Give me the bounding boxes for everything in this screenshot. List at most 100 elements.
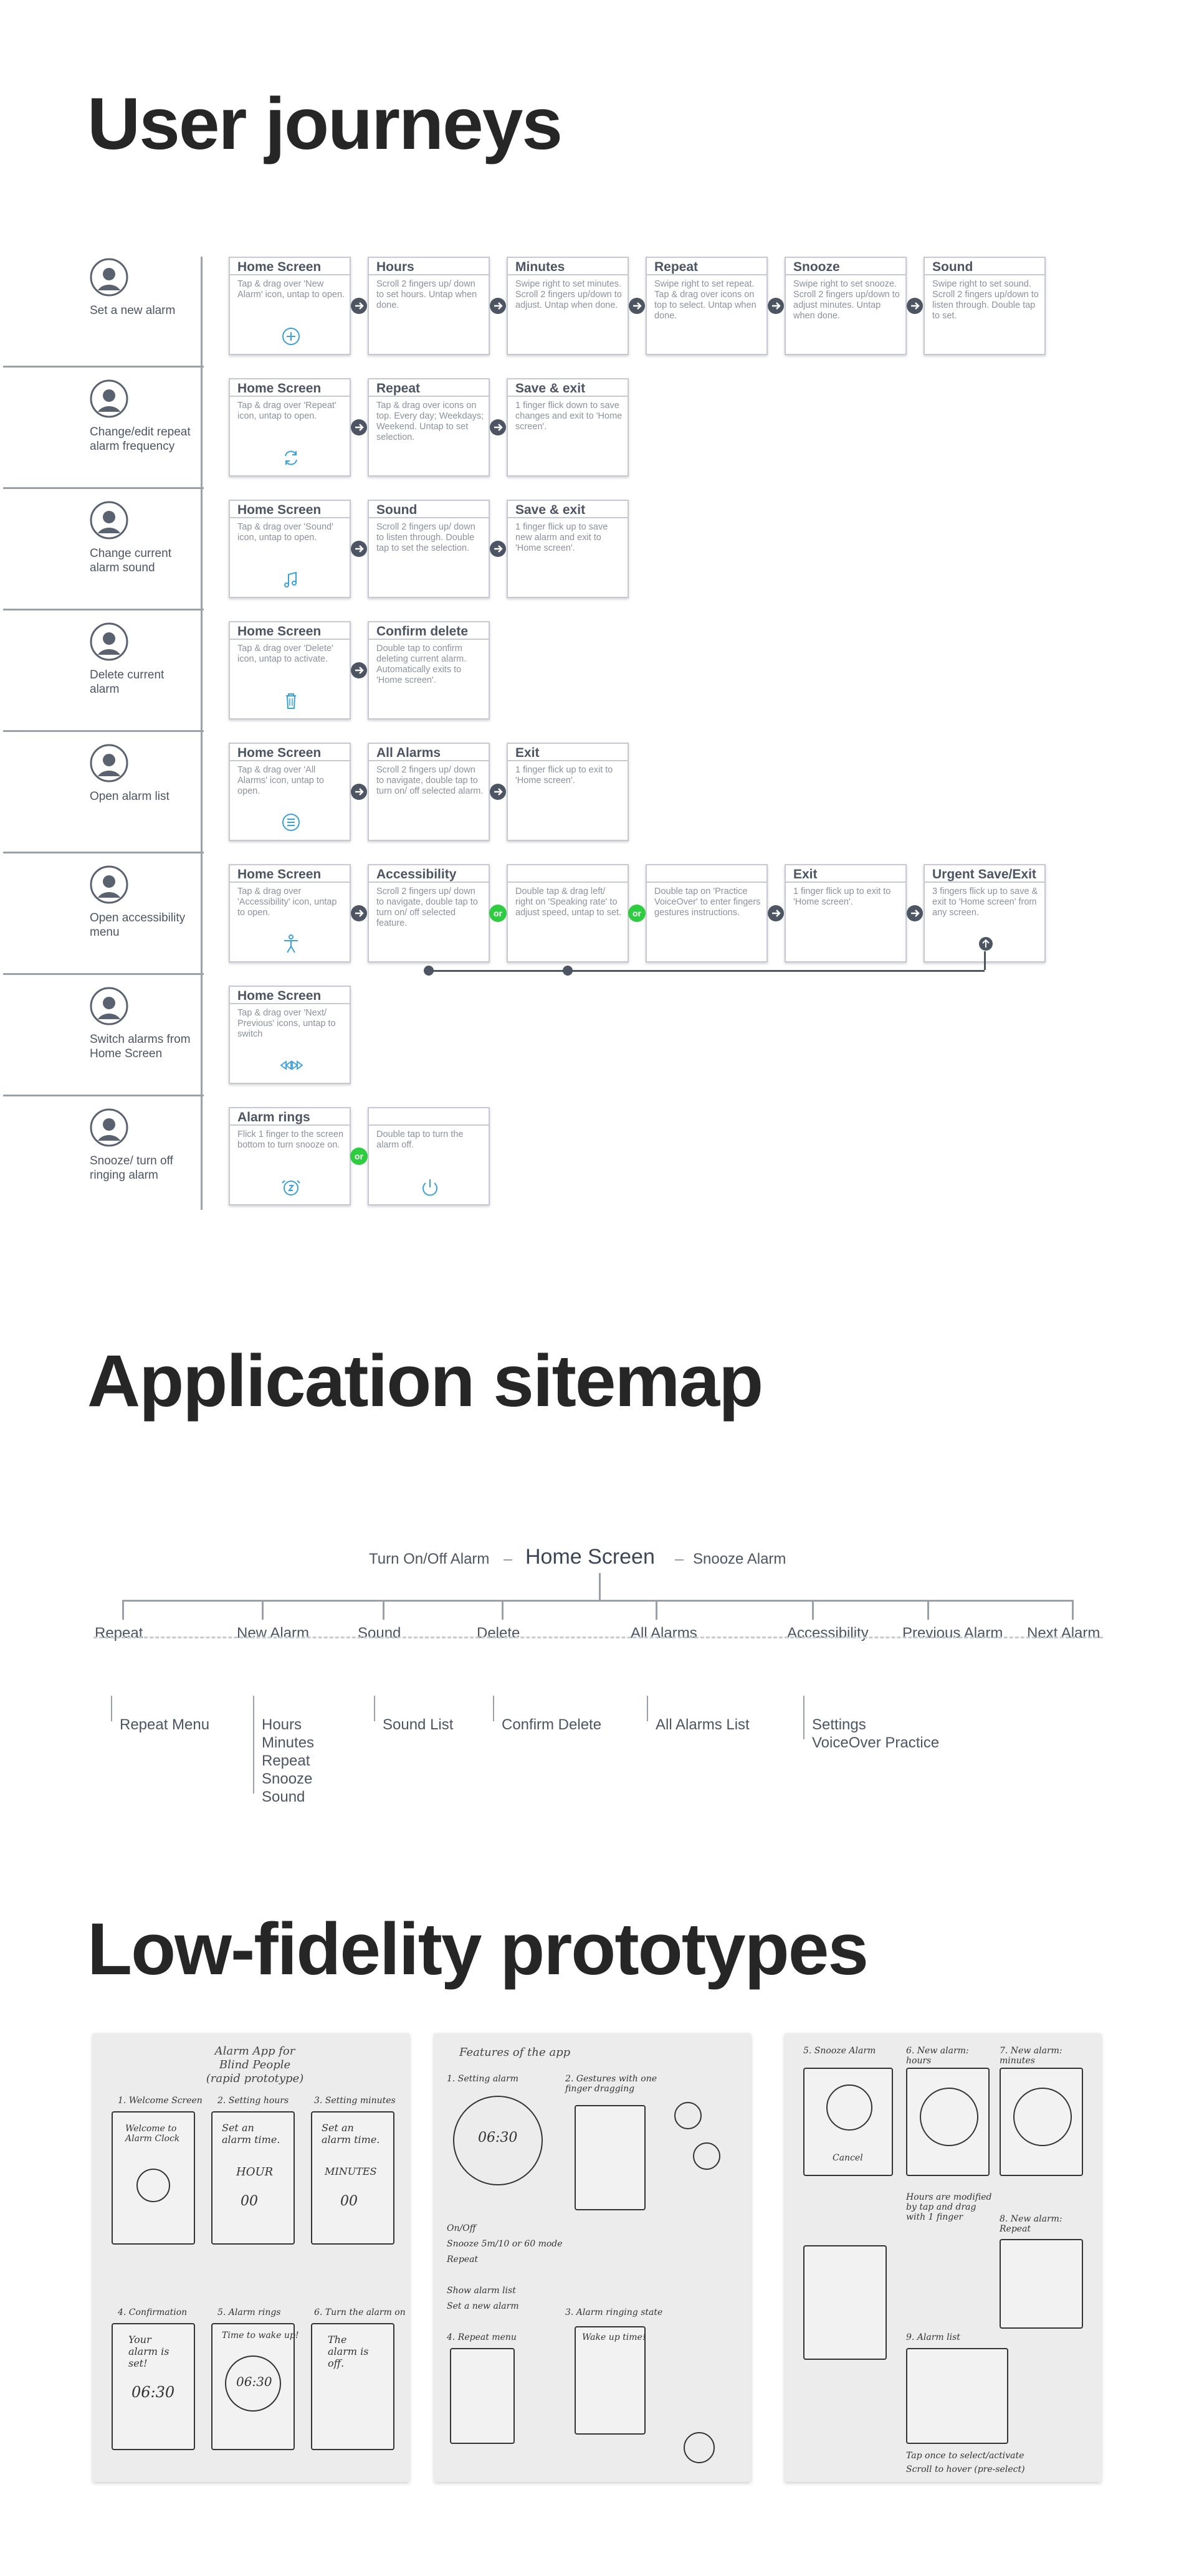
sitemap-child: All Alarms List <box>656 1716 750 1733</box>
sitemap-branch: All Alarms <box>631 1625 697 1642</box>
rings-text: Time to wake up! <box>222 2331 299 2341</box>
prototype-3-repeat-sketch <box>1000 2239 1083 2329</box>
prototype-2-heading: Features of the app <box>459 2046 571 2059</box>
prototype-1-screen-6-label: 6. Turn the alarm on <box>314 2307 406 2317</box>
journey-row-separator <box>3 487 204 489</box>
step-description: Double tap & drag left/ right on 'Speaki… <box>515 886 622 918</box>
set-time-text: Set an alarm time. <box>322 2122 380 2146</box>
step-description: Tap & drag over icons on top. Every day;… <box>376 401 484 442</box>
step-title <box>508 865 628 883</box>
sitemap-child-connector <box>803 1696 804 1739</box>
step-description: 1 finger flick up to exit to 'Home scree… <box>793 886 891 907</box>
step-description: 1 finger flick down to save changes and … <box>515 401 623 432</box>
arrow-right-icon <box>351 541 367 557</box>
sitemap-child: Snooze <box>262 1770 313 1787</box>
prototype-sketch-3: 5. Snooze Alarm 6. New alarm: hours 7. N… <box>785 2033 1101 2482</box>
sitemap-left-connector <box>504 1559 512 1561</box>
step-description: Double tap on 'Practice VoiceOver' to en… <box>654 886 761 918</box>
step-description: 1 finger flick up to save new alarm and … <box>515 522 608 553</box>
step-title: Accessibility <box>369 865 489 883</box>
plus-icon <box>279 325 303 348</box>
step-description: Tap & drag over 'New Alarm' icon, untap … <box>237 279 345 300</box>
loop-dot <box>424 966 434 976</box>
journey-step-card: Double tap to turn the alarm off. <box>368 1107 490 1205</box>
sitemap-branch: Next Alarm <box>1027 1625 1100 1642</box>
step-title: Snooze <box>786 258 905 275</box>
journey-label: Open accessibility menu <box>90 911 186 939</box>
sitemap-branch-tick <box>812 1600 814 1620</box>
hours-dial-sketch <box>920 2088 978 2146</box>
step-title: Exit <box>508 744 628 761</box>
step-title: Repeat <box>647 258 766 275</box>
prev-next-icon <box>279 1054 303 1077</box>
sitemap-child: Settings <box>812 1716 866 1733</box>
journey-row-separator <box>3 366 204 368</box>
step-title: Save & exit <box>508 501 628 518</box>
section-title-journeys: User journeys <box>87 83 563 165</box>
arrow-up-circle-icon <box>973 933 998 955</box>
music-note-icon <box>279 568 303 591</box>
sitemap-child: Sound <box>262 1789 305 1805</box>
prototype-1-screen-5-label: 5. Alarm rings <box>217 2307 281 2317</box>
sitemap-left-action: Turn On/Off Alarm <box>369 1551 490 1567</box>
minutes-value: 00 <box>340 2193 358 2209</box>
prototype-3-snooze-sketch: Cancel <box>803 2068 893 2176</box>
prototype-2-screen-2-label: 2. Gestures with one finger dragging <box>565 2074 657 2094</box>
step-title: Sound <box>369 501 489 518</box>
step-title <box>647 865 766 883</box>
arrow-right-icon <box>907 298 923 314</box>
sitemap-branch: Repeat <box>95 1625 143 1642</box>
step-title: Exit <box>786 865 905 883</box>
arrow-right-icon <box>768 298 784 314</box>
accessibility-icon <box>279 933 303 955</box>
step-description: Tap & drag over 'Accessibility' icon, un… <box>237 886 337 918</box>
journey-step-card: Exit 1 finger flick up to exit to 'Home s… <box>785 864 907 962</box>
prototype-3-screen-5-label: 9. Alarm list <box>906 2332 960 2342</box>
step-title: Home Screen <box>230 865 350 883</box>
step-description: Scroll 2 fingers up/ down to navigate, d… <box>376 765 484 796</box>
journey-step-card: Double tap on 'Practice VoiceOver' to en… <box>646 864 768 962</box>
minutes-dial-sketch <box>1013 2088 1072 2146</box>
step-description: Flick 1 finger to the screen bottom to t… <box>237 1129 344 1150</box>
prototype-1-screen-1-label: 1. Welcome Screen <box>118 2096 203 2106</box>
minutes-text: MINUTES <box>325 2165 377 2177</box>
sitemap-root-stem <box>599 1573 601 1601</box>
or-connector-badge: or <box>350 1148 368 1165</box>
step-title: Home Screen <box>230 501 350 518</box>
sitemap-branch-tick <box>502 1600 504 1620</box>
sitemap-branch-tick <box>383 1600 384 1620</box>
journey-row-separator <box>3 973 204 975</box>
prototype-2-ringing-sketch: Wake up time! <box>575 2326 646 2435</box>
journey-label: Open alarm list <box>90 790 169 803</box>
sitemap-child-connector <box>253 1696 254 1794</box>
step-title: Home Screen <box>230 258 350 275</box>
prototype-3-list-sketch <box>906 2348 1008 2444</box>
prototype-1-off-sketch: The alarm is off. <box>311 2323 394 2450</box>
prototype-3-screen-3-label: 7. New alarm: minutes <box>1000 2046 1062 2066</box>
step-description: Tap & drag over 'Next/ Previous' icons, … <box>237 1008 336 1039</box>
prototype-1-screen-3-label: 3. Setting minutes <box>314 2096 396 2106</box>
sitemap-branch: New Alarm <box>237 1625 310 1642</box>
sitemap-branch-tick <box>1072 1600 1074 1620</box>
step-description: Tap & drag over 'Repeat' icon, untap to … <box>237 401 337 421</box>
arrow-right-icon <box>629 298 645 314</box>
step-title: Home Screen <box>230 622 350 640</box>
arrow-right-icon <box>490 298 506 314</box>
prototype-3-new-alarm-sketch <box>803 2245 887 2360</box>
sitemap-branch-tick <box>262 1600 264 1620</box>
prototype-2-screen-4-label: 4. Repeat menu <box>447 2332 517 2342</box>
prototype-2-mini-clock <box>684 2432 715 2463</box>
prototype-2-gesture-sketch <box>575 2105 646 2210</box>
sitemap-child: Confirm Delete <box>502 1716 602 1733</box>
sitemap-branch: Delete <box>477 1625 520 1642</box>
